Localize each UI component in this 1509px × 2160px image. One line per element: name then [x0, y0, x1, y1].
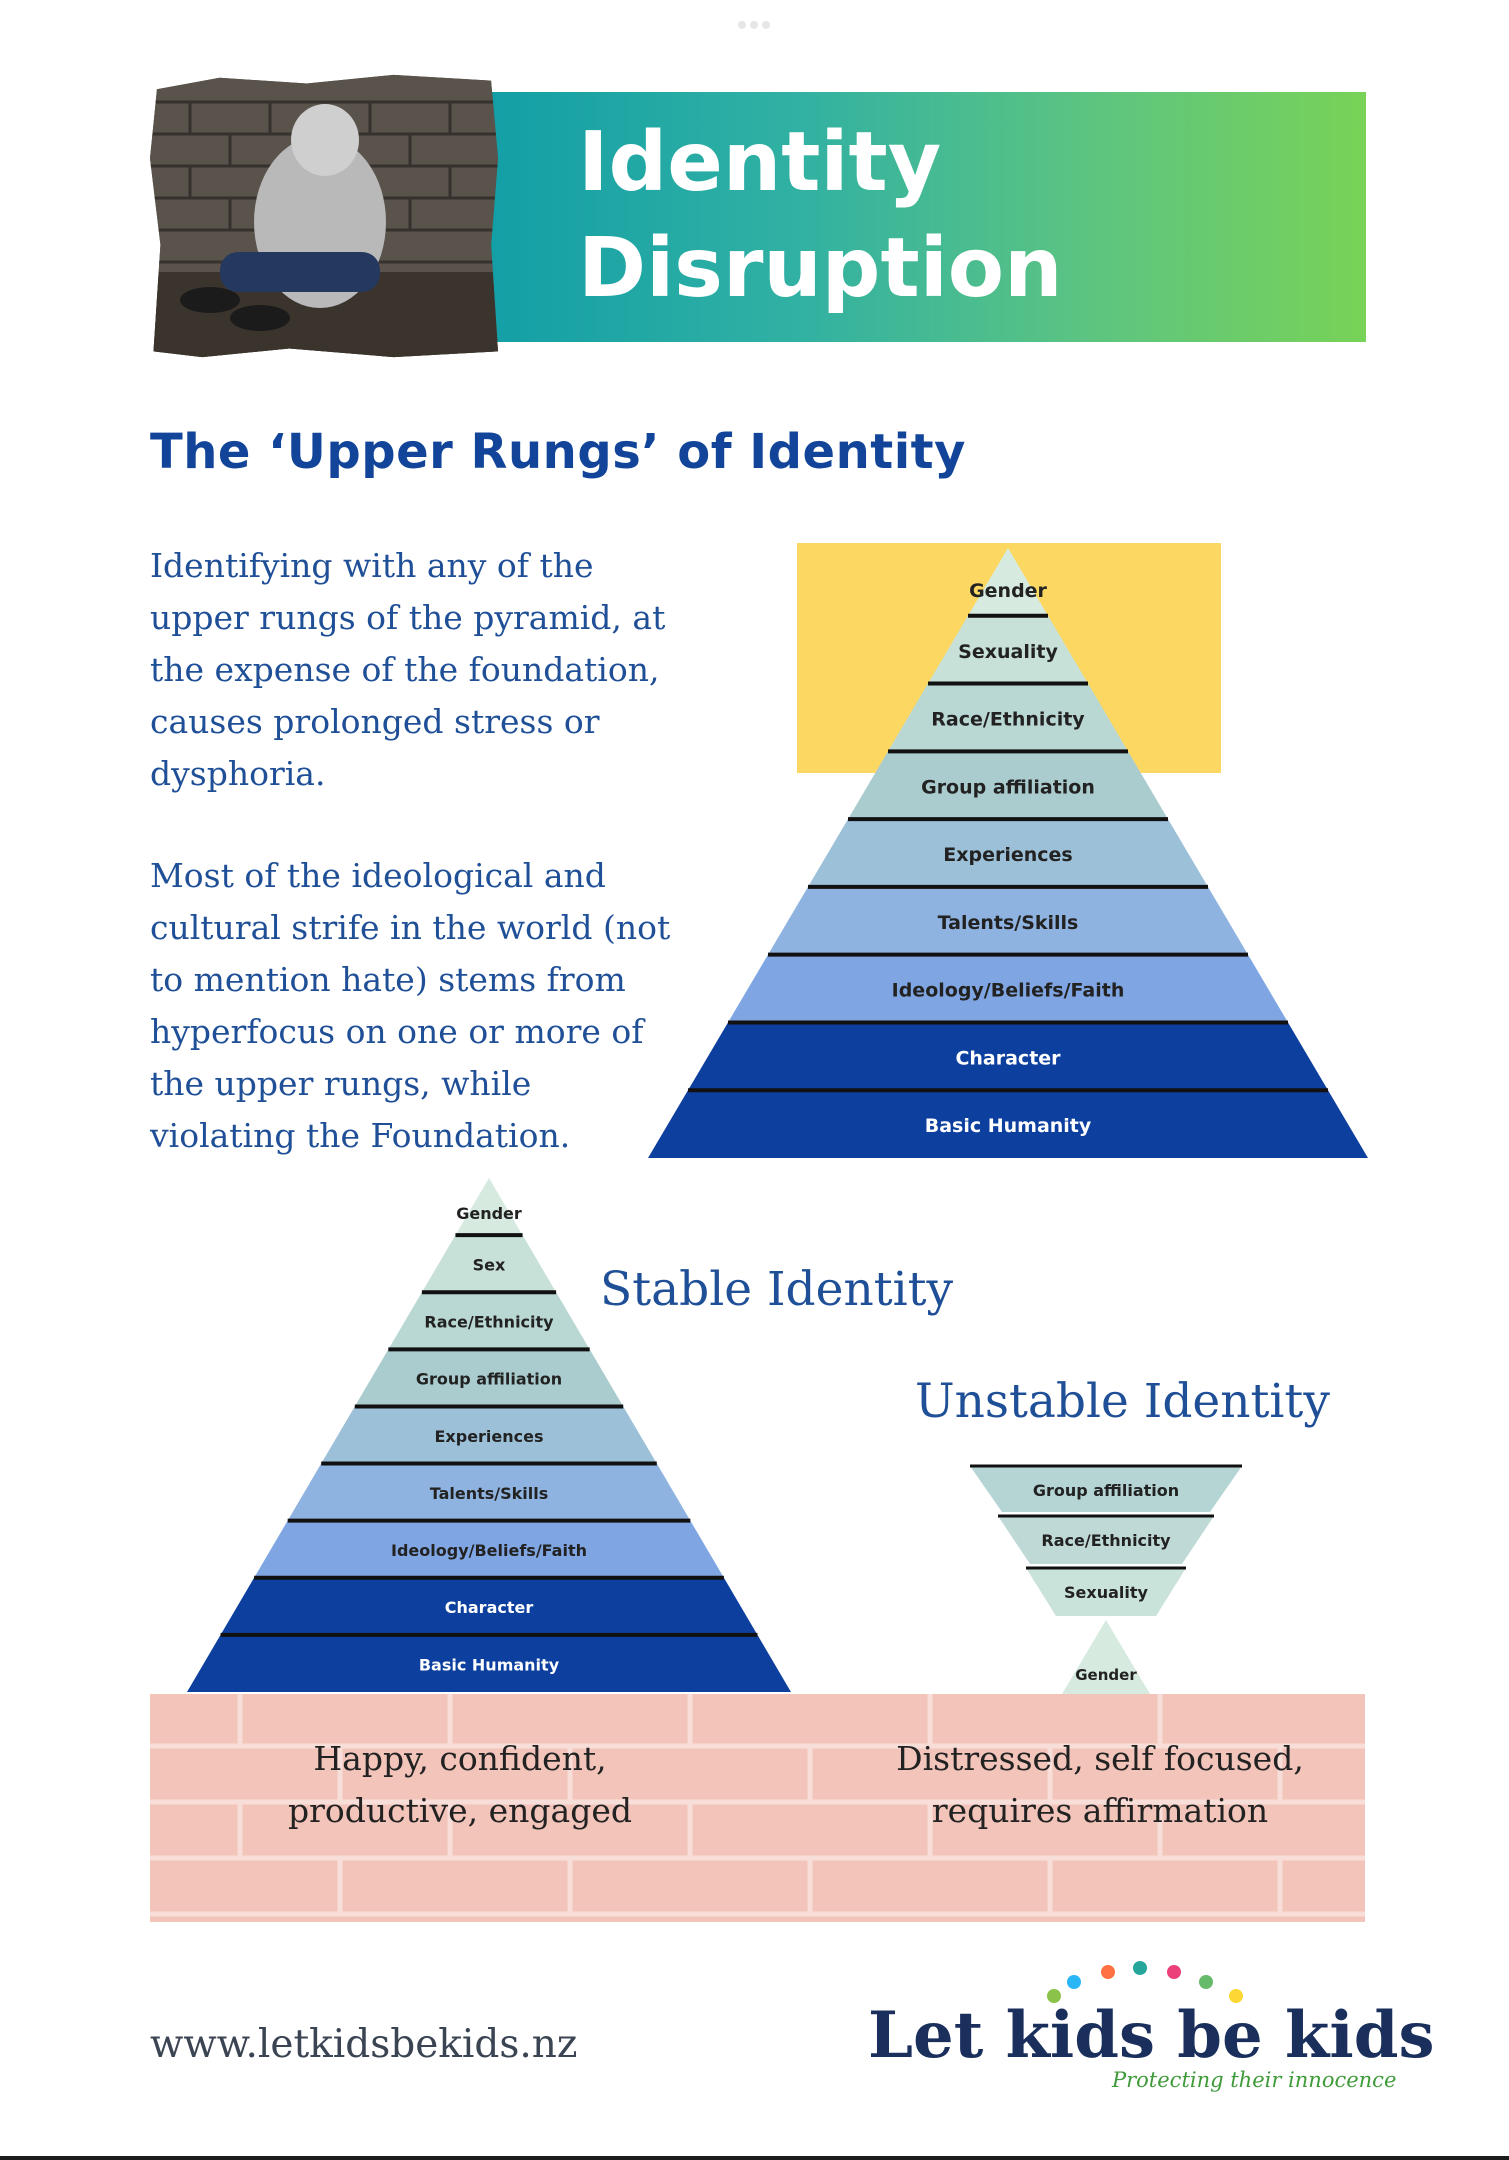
intro-line: Identifying with any of the: [150, 546, 594, 585]
intro-paragraph-2: Most of the ideological and cultural str…: [150, 850, 710, 1162]
section-subtitle: The ‘Upper Rungs’ of Identity: [150, 424, 966, 480]
intro-line: Most of the ideological and: [150, 856, 606, 895]
stable-pyramid-tier-label: Group affiliation: [416, 1370, 562, 1389]
caption-line: Happy, confident,: [313, 1739, 607, 1778]
bottom-rule: [0, 2156, 1509, 2160]
header-photo: [150, 74, 498, 358]
unstable-tier-label: Gender: [1075, 1666, 1137, 1684]
main-pyramid-tier-label: Race/Ethnicity: [931, 709, 1085, 731]
stable-pyramid-tier-label: Character: [445, 1598, 534, 1617]
brick-foundation: [150, 1694, 1365, 1922]
unstable-caption: Distressed, self focused, requires affir…: [870, 1733, 1330, 1837]
intro-line: cultural strife in the world (not: [150, 908, 671, 947]
main-pyramid-tier: [648, 1090, 1368, 1158]
main-pyramid-tier: [768, 886, 1248, 955]
main-pyramid-tier-label: Basic Humanity: [925, 1115, 1092, 1137]
main-pyramid-tier: [968, 548, 1048, 616]
top-dots: [738, 14, 778, 29]
intro-line: hyperfocus on one or more of: [150, 1012, 644, 1051]
main-pyramid-tier-label: Gender: [969, 580, 1047, 602]
main-pyramid-tier-label: Group affiliation: [921, 776, 1095, 798]
stable-pyramid-tier-label: Experiences: [434, 1427, 543, 1446]
intro-paragraph-1: Identifying with any of the upper rungs …: [150, 540, 710, 800]
page-title: Identity Disruption: [578, 110, 1063, 322]
website-link[interactable]: www.letkidsbekids.nz: [150, 2022, 578, 2067]
intro-line: to mention hate) stems from: [150, 960, 626, 999]
main-pyramid-tier: [848, 751, 1168, 820]
stable-caption: Happy, confident, productive, engaged: [250, 1733, 670, 1837]
intro-line: violating the Foundation.: [150, 1116, 571, 1155]
stable-pyramid-tier: [220, 1577, 758, 1635]
intro-line: causes prolonged stress or: [150, 702, 600, 741]
stable-identity-title: Stable Identity: [600, 1262, 954, 1317]
stable-pyramid-tier: [455, 1178, 523, 1236]
unstable-identity-title: Unstable Identity: [915, 1374, 1330, 1429]
stable-pyramid-tier: [187, 1634, 791, 1692]
intro-line: upper rungs of the pyramid, at: [150, 598, 666, 637]
main-pyramid-tier-label: Character: [955, 1047, 1061, 1069]
unstable-tier: [1026, 1568, 1186, 1616]
unstable-tier: [970, 1466, 1242, 1512]
unstable-tier: [1062, 1620, 1150, 1694]
main-pyramid-tier: [808, 819, 1208, 887]
main-pyramid-tier: [728, 954, 1288, 1023]
stable-pyramid-tier-label: Gender: [456, 1204, 522, 1223]
unstable-tier-label: Group affiliation: [1033, 1481, 1179, 1500]
stable-pyramid-tier: [254, 1520, 724, 1578]
title-line-2: Disruption: [578, 221, 1063, 316]
stable-pyramid-tier: [354, 1349, 624, 1407]
intro-line: the upper rungs, while: [150, 1064, 532, 1103]
unstable-pyramid: Group affiliationRace/EthnicitySexuality…: [970, 1464, 1242, 1694]
stable-pyramid-tier-label: Race/Ethnicity: [424, 1313, 554, 1332]
title-line-1: Identity: [578, 115, 942, 210]
unstable-tier-label: Race/Ethnicity: [1041, 1531, 1171, 1550]
main-pyramid-tier-label: Experiences: [943, 844, 1072, 866]
brand-logo: Let kids be kids: [868, 1998, 1435, 2073]
main-pyramid-tier-label: Talents/Skills: [938, 912, 1079, 934]
unstable-tier-label: Sexuality: [1064, 1583, 1149, 1602]
stable-pyramid-tier-label: Basic Humanity: [419, 1655, 560, 1674]
intro-line: dysphoria.: [150, 754, 326, 793]
stable-pyramid-tier-label: Sex: [473, 1256, 506, 1275]
logo-dots-icon: [1047, 1961, 1243, 2003]
stable-pyramid-tier-label: Ideology/Beliefs/Faith: [391, 1541, 587, 1560]
stable-pyramid-tier: [287, 1463, 691, 1521]
main-pyramid-tier-label: Ideology/Beliefs/Faith: [892, 980, 1125, 1002]
caption-line: productive, engaged: [288, 1791, 632, 1830]
stable-pyramid-tier: [388, 1292, 590, 1350]
title-banner: [490, 92, 1366, 342]
intro-line: the expense of the foundation,: [150, 650, 660, 689]
main-pyramid-tier-label: Sexuality: [958, 641, 1058, 663]
main-pyramid-tier: [928, 615, 1088, 684]
caption-line: Distressed, self focused,: [896, 1739, 1304, 1778]
unstable-tier: [998, 1516, 1214, 1564]
main-pyramid-tier: [688, 1022, 1328, 1091]
main-pyramid-tier: [888, 683, 1128, 752]
stable-pyramid-tier: [321, 1406, 657, 1464]
stable-pyramid-tier: [421, 1235, 557, 1293]
caption-line: requires affirmation: [931, 1791, 1269, 1830]
stable-pyramid-tier-label: Talents/Skills: [430, 1484, 549, 1503]
brand-tagline: Protecting their innocence: [1112, 2068, 1397, 2092]
